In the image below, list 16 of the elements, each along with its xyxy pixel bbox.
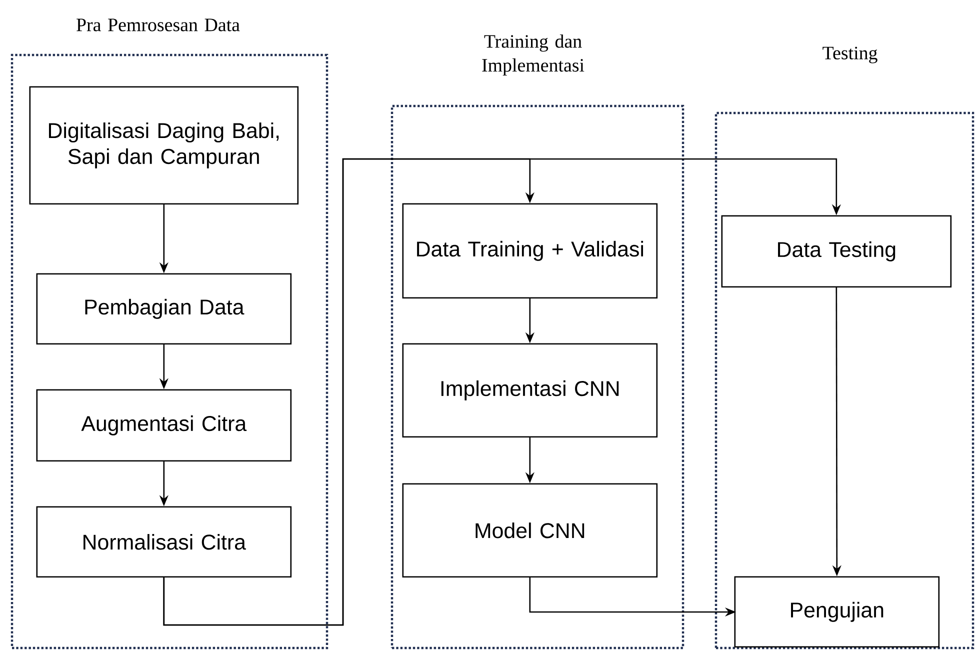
- process-box: Data Testing: [721, 215, 952, 288]
- group-box: [714, 112, 974, 650]
- process-box: Pembagian Data: [36, 273, 292, 345]
- group-heading: Training dan Implementasi: [482, 34, 584, 76]
- process-box: Implementasi CNN: [402, 343, 658, 438]
- process-box: Model CNN: [402, 483, 658, 578]
- process-box: Digitalisasi Daging Babi, Sapi dan Campuran: [29, 86, 299, 205]
- process-box: Pengujian: [734, 576, 940, 648]
- group-heading: Testing: [822, 46, 878, 64]
- group-box: [10, 54, 328, 650]
- arrow: [163, 158, 841, 626]
- process-box: Augmentasi Citra: [36, 389, 292, 462]
- group-box: [390, 104, 684, 650]
- group-heading: Pra Pemrosesan Data: [76, 18, 240, 32]
- process-box: Normalisasi Citra: [36, 506, 292, 578]
- process-box: Data Training + Validasi: [402, 203, 658, 299]
